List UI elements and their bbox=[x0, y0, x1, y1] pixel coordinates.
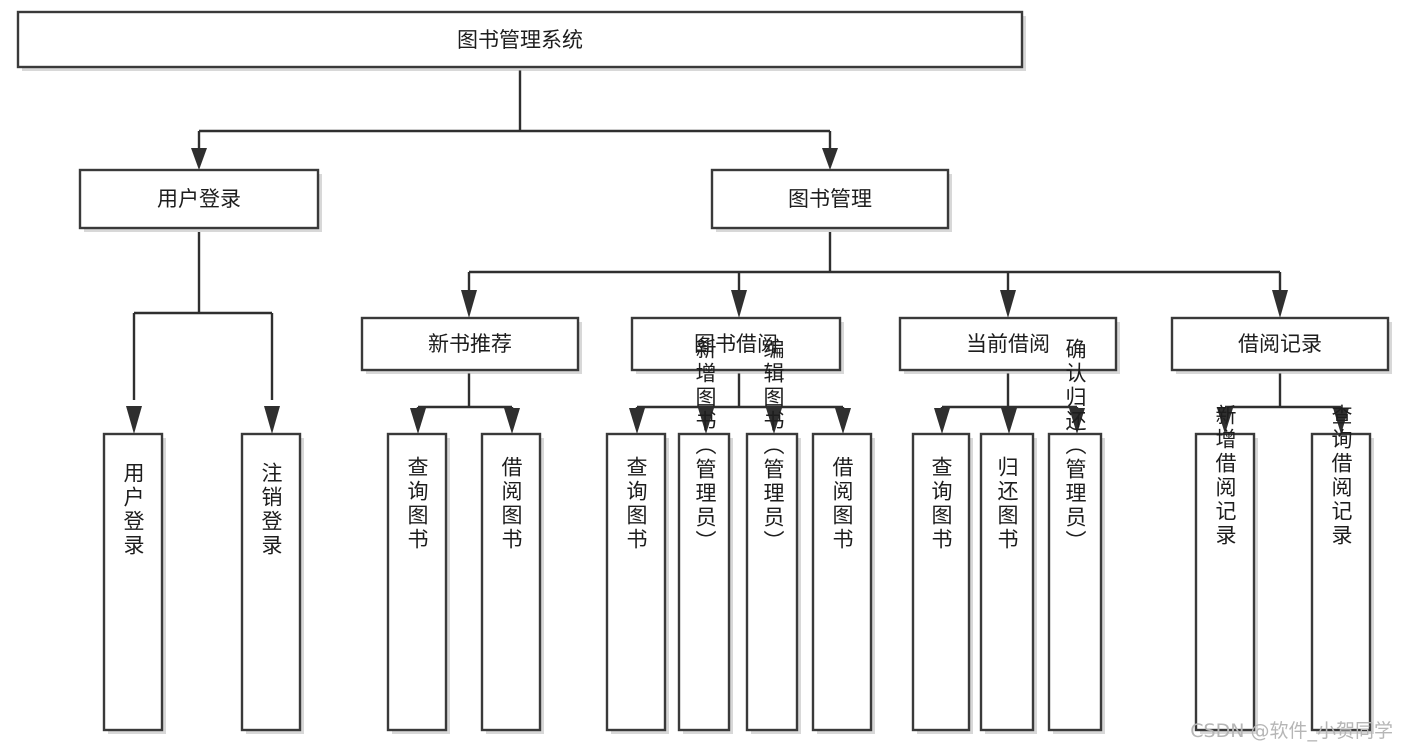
leaf-current-borrow-3-box[interactable] bbox=[1047, 432, 1103, 732]
leaf-user-login-1[interactable]: 用户登录 bbox=[102, 432, 166, 734]
arrow-borrow-record-child-1-icon bbox=[1217, 408, 1233, 434]
node-user-login-box[interactable] bbox=[78, 168, 320, 230]
node-book-borrow-box[interactable] bbox=[630, 316, 842, 372]
node-current-borrow-label: 当前借阅 bbox=[966, 332, 1050, 356]
node-book-borrow-label: 图书借阅 bbox=[694, 332, 778, 356]
arrow-level2-4-icon bbox=[1272, 290, 1288, 318]
arrow-level2-2-icon bbox=[731, 290, 747, 318]
arrow-current-borrow-child-3-icon bbox=[1069, 408, 1085, 434]
node-borrow-record-label: 借阅记录 bbox=[1238, 332, 1322, 356]
leaf-new-book-1[interactable]: 查询图书 bbox=[386, 432, 450, 734]
node-root-box[interactable] bbox=[16, 10, 1024, 69]
leaf-user-login-2[interactable]: 注销登录 bbox=[240, 432, 304, 734]
arrow-new-book-child-2-icon bbox=[504, 408, 520, 434]
leaf-book-borrow-2-box[interactable] bbox=[677, 432, 731, 732]
arrow-current-borrow-child-1-icon bbox=[934, 408, 950, 434]
node-book-borrow[interactable]: 图书借阅 bbox=[630, 316, 844, 374]
leaf-new-book-2-box[interactable] bbox=[480, 432, 542, 732]
leaf-current-borrow-3[interactable]: 确认归还（管理员） bbox=[1047, 338, 1105, 734]
leaf-new-book-1-label: 查询图书 bbox=[405, 456, 429, 552]
leaf-book-borrow-2[interactable]: 新增图书（管理员） bbox=[677, 338, 733, 734]
leaf-book-borrow-3-box[interactable] bbox=[745, 432, 799, 732]
leaf-user-login-1-box[interactable] bbox=[102, 432, 164, 732]
edge-layer bbox=[126, 70, 1349, 434]
leaf-book-borrow-3-label: 编辑图书（管理员） bbox=[761, 338, 785, 554]
leaf-book-borrow-1[interactable]: 查询图书 bbox=[605, 432, 669, 734]
leaf-current-borrow-3-label: 确认归还（管理员） bbox=[1063, 338, 1087, 554]
node-book-manage[interactable]: 图书管理 bbox=[710, 168, 952, 232]
arrow-book-borrow-child-4-icon bbox=[835, 408, 851, 434]
arrow-root-to-book-manage-icon bbox=[822, 148, 838, 170]
leaf-book-borrow-4[interactable]: 借阅图书 bbox=[811, 432, 875, 734]
node-book-manage-box[interactable] bbox=[710, 168, 950, 230]
arrow-book-borrow-child-2-icon bbox=[698, 408, 714, 434]
arrow-book-borrow-child-3-icon bbox=[766, 408, 782, 434]
leaf-current-borrow-1-label: 查询图书 bbox=[929, 456, 953, 552]
leaf-current-borrow-1[interactable]: 查询图书 bbox=[911, 432, 973, 734]
arrow-user-login-child-2-icon bbox=[264, 406, 280, 434]
leaf-user-login-1-label: 用户登录 bbox=[121, 462, 145, 558]
leaf-new-book-2[interactable]: 借阅图书 bbox=[480, 432, 544, 734]
leaf-book-borrow-2-label: 新增图书（管理员） bbox=[693, 338, 717, 554]
leaf-new-book-1-box[interactable] bbox=[386, 432, 448, 732]
node-root-label: 图书管理系统 bbox=[457, 28, 583, 52]
arrow-root-to-user-login-icon bbox=[191, 148, 207, 170]
node-new-book-box[interactable] bbox=[360, 316, 580, 372]
arrow-book-borrow-child-1-icon bbox=[629, 408, 645, 434]
leaf-current-borrow-2-label: 归还图书 bbox=[995, 456, 1019, 552]
node-user-login[interactable]: 用户登录 bbox=[78, 168, 322, 232]
leaf-borrow-record-2[interactable]: 查询借阅记录 bbox=[1310, 404, 1374, 734]
leaf-book-borrow-4-box[interactable] bbox=[811, 432, 873, 732]
leaf-borrow-record-2-box[interactable] bbox=[1310, 432, 1372, 732]
node-borrow-record[interactable]: 借阅记录 bbox=[1170, 316, 1392, 374]
leaf-current-borrow-2-box[interactable] bbox=[979, 432, 1035, 732]
leaf-user-login-2-label: 注销登录 bbox=[259, 462, 283, 558]
leaf-book-borrow-1-label: 查询图书 bbox=[624, 456, 648, 552]
arrow-current-borrow-child-2-icon bbox=[1001, 408, 1017, 434]
leaf-current-borrow-2[interactable]: 归还图书 bbox=[979, 432, 1037, 734]
arrow-user-login-child-1-icon bbox=[126, 406, 142, 434]
leaf-new-book-2-label: 借阅图书 bbox=[499, 456, 523, 552]
leaf-current-borrow-1-box[interactable] bbox=[911, 432, 971, 732]
leaf-borrow-record-1-box[interactable] bbox=[1194, 432, 1256, 732]
leaf-book-borrow-1-box[interactable] bbox=[605, 432, 667, 732]
node-root[interactable]: 图书管理系统 bbox=[16, 10, 1026, 71]
arrow-new-book-child-1-icon bbox=[410, 408, 426, 434]
arrow-level2-3-icon bbox=[1000, 290, 1016, 318]
node-new-book-label: 新书推荐 bbox=[428, 332, 512, 356]
leaf-user-login-2-box[interactable] bbox=[240, 432, 302, 732]
node-borrow-record-box[interactable] bbox=[1170, 316, 1390, 372]
arrow-borrow-record-child-2-icon bbox=[1333, 408, 1349, 434]
node-user-login-label: 用户登录 bbox=[157, 187, 241, 211]
node-current-borrow[interactable]: 当前借阅 bbox=[898, 316, 1120, 374]
node-current-borrow-box[interactable] bbox=[898, 316, 1118, 372]
leaf-book-borrow-3[interactable]: 编辑图书（管理员） bbox=[745, 338, 801, 734]
leaf-book-borrow-4-label: 借阅图书 bbox=[830, 456, 854, 552]
leaf-borrow-record-2-label: 查询借阅记录 bbox=[1329, 404, 1353, 548]
leaf-borrow-record-1-label: 新增借阅记录 bbox=[1213, 404, 1237, 548]
node-book-manage-label: 图书管理 bbox=[788, 187, 872, 211]
node-new-book[interactable]: 新书推荐 bbox=[360, 316, 582, 374]
arrow-level2-1-icon bbox=[461, 290, 477, 318]
leaf-borrow-record-1[interactable]: 新增借阅记录 bbox=[1194, 404, 1258, 734]
